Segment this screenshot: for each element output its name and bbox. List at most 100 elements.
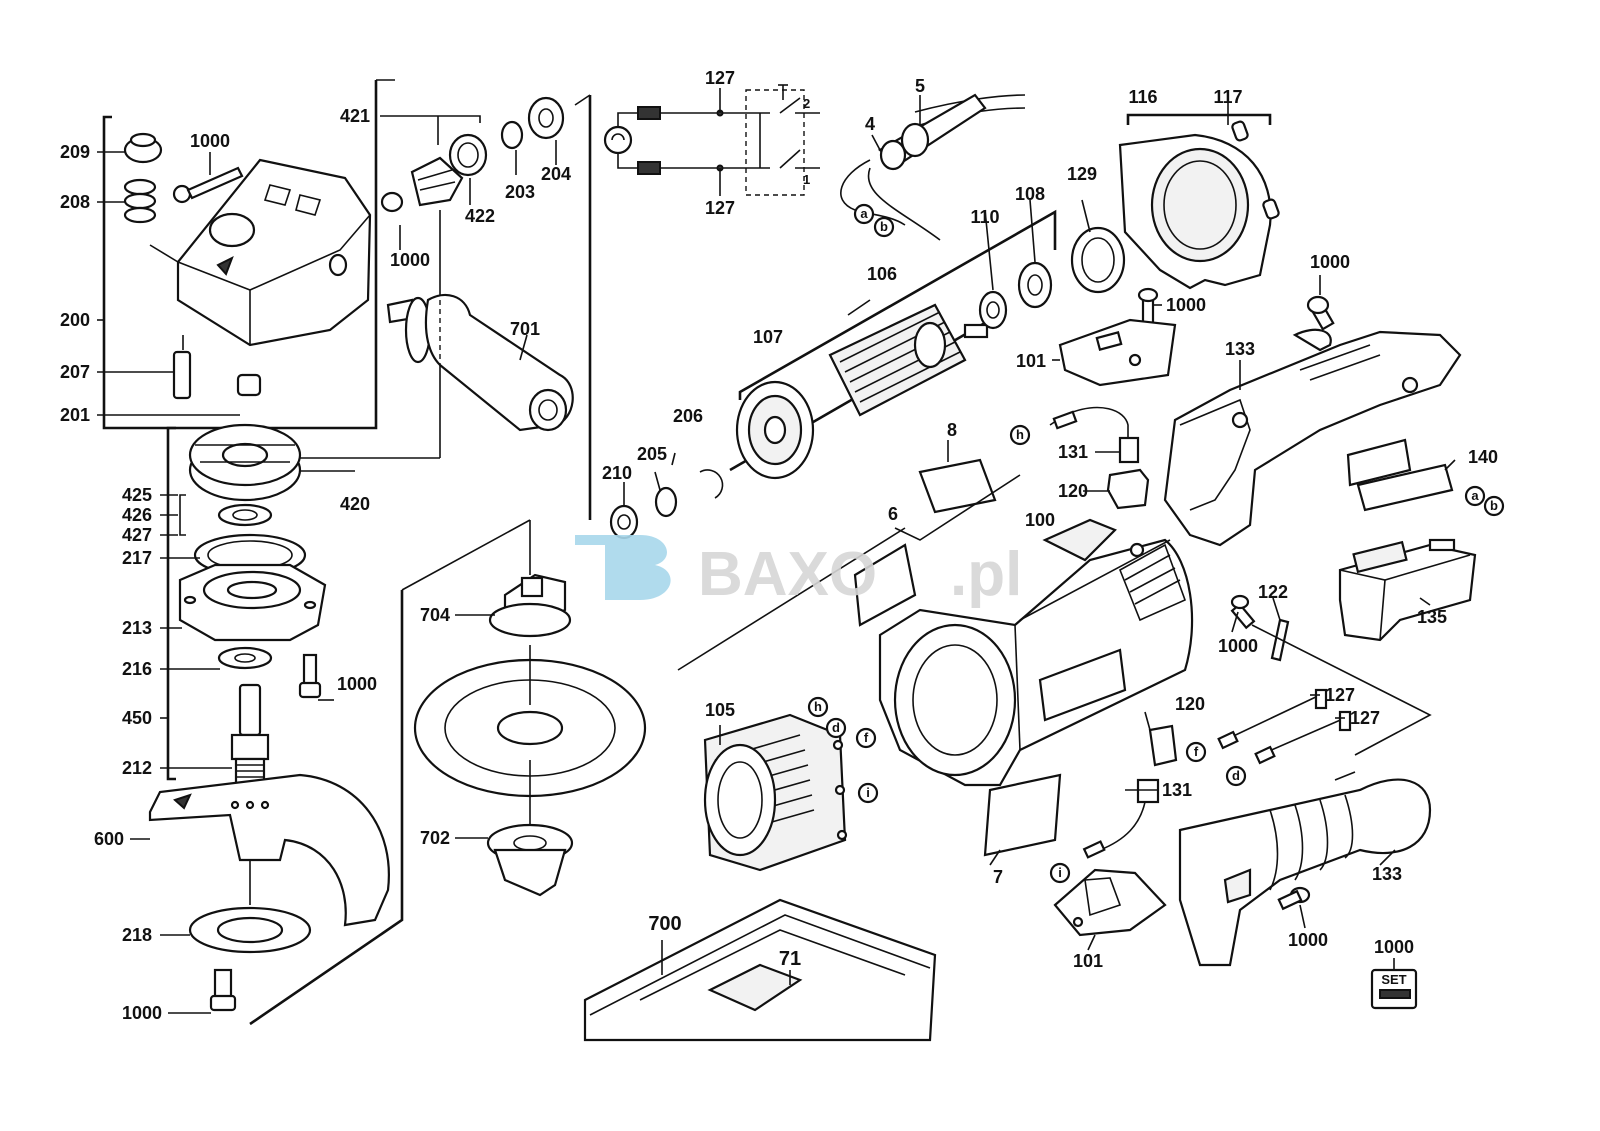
clamping-plate: [188, 906, 312, 1012]
label-140: 140: [1468, 447, 1498, 467]
label-120-bottom: 120: [1175, 694, 1205, 714]
wiring-diagram: [603, 84, 820, 196]
left-brackets: [102, 79, 592, 1026]
power-cord: [840, 93, 1026, 241]
label-6: 6: [888, 504, 898, 524]
part-number-labels: 209 1000 208 200 207 201 421 1000 422 20…: [60, 68, 1498, 1023]
brush-cover-bottom: [1053, 868, 1167, 937]
marker-h-brush: h: [1016, 427, 1024, 442]
label-1000-switch: 1000: [1218, 636, 1258, 656]
label-213: 213: [122, 618, 152, 638]
gear-housing-cover: [123, 132, 372, 400]
label-135: 135: [1417, 607, 1447, 627]
rear-handle-top: [1163, 295, 1462, 547]
baxo-watermark: BAXO .pl: [575, 535, 1022, 609]
label-129: 129: [1067, 164, 1097, 184]
label-208: 208: [60, 192, 90, 212]
label-203: 203: [505, 182, 535, 202]
bevel-gear: [188, 423, 302, 527]
label-1000-set: 1000: [1374, 937, 1414, 957]
label-133-top: 133: [1225, 339, 1255, 359]
set-label: SET: [1381, 972, 1406, 987]
armature: [609, 209, 1057, 540]
label-100: 100: [1025, 510, 1055, 530]
label-204: 204: [541, 164, 571, 184]
label-217: 217: [122, 548, 152, 568]
marker-a-switch: a: [1471, 488, 1479, 503]
field-stator: [703, 713, 848, 872]
label-127-top: 127: [705, 68, 735, 88]
label-1000-cover: 1000: [1166, 295, 1206, 315]
label-420: 420: [340, 494, 370, 514]
pinion-parts: [300, 96, 565, 459]
wheel-guard: [148, 773, 390, 927]
label-108: 108: [1015, 184, 1045, 204]
label-700: 700: [648, 913, 681, 935]
label-201: 201: [60, 405, 90, 425]
label-425: 425: [122, 485, 152, 505]
label-127-right-2: 127: [1350, 708, 1380, 728]
label-8: 8: [947, 420, 957, 440]
label-216: 216: [122, 659, 152, 679]
label-1000-flange: 1000: [337, 674, 377, 694]
marker-f-wire: f: [1194, 744, 1199, 759]
grinding-disc-group: [413, 520, 647, 897]
label-207: 207: [60, 362, 90, 382]
brush-cover-top: [1058, 318, 1177, 387]
label-5: 5: [915, 76, 925, 96]
marker-d-stator: d: [832, 720, 840, 735]
label-106: 106: [867, 264, 897, 284]
label-127-wiring: 127: [705, 198, 735, 218]
carry-case: [583, 898, 937, 1042]
label-7: 7: [993, 867, 1003, 887]
carbon-brush-top: [1049, 406, 1150, 510]
label-1000-grip: 1000: [1288, 930, 1328, 950]
watermark-suffix: .pl: [950, 540, 1022, 609]
label-101-bottom: 101: [1073, 951, 1103, 971]
bearing-flange: [178, 533, 327, 699]
side-handle: [386, 293, 574, 432]
motor-housing: [878, 518, 1194, 787]
marker-f-stator: f: [864, 730, 869, 745]
label-702: 702: [420, 828, 450, 848]
marker-i-brush: i: [1058, 865, 1062, 880]
label-122: 122: [1258, 582, 1288, 602]
label-1000-top: 1000: [190, 131, 230, 151]
marker-h-stator: h: [814, 699, 822, 714]
label-107: 107: [753, 327, 783, 347]
label-426: 426: [122, 505, 152, 525]
label-4: 4: [865, 114, 875, 134]
switch-wiring: [1082, 594, 1432, 859]
label-210: 210: [602, 463, 632, 483]
marker-b-switch: b: [1490, 498, 1498, 513]
label-120-top: 120: [1058, 481, 1088, 501]
switch-assembly: [1338, 463, 1477, 642]
leader-lines: [97, 88, 1456, 1014]
label-212: 212: [122, 758, 152, 778]
label-127-right-1: 127: [1325, 685, 1355, 705]
label-117: 117: [1213, 87, 1242, 107]
label-422: 422: [465, 206, 495, 226]
label-131-bottom: 131: [1162, 780, 1192, 800]
screw-set-icon: SET: [1370, 968, 1418, 1010]
label-101-top: 101: [1016, 351, 1046, 371]
label-1000-handle: 1000: [1310, 252, 1350, 272]
switch-terminal-1: 1: [803, 172, 810, 187]
rear-handle-bottom: [1178, 771, 1432, 967]
label-131-top: 131: [1058, 442, 1088, 462]
label-133-bottom: 133: [1372, 864, 1402, 884]
label-209: 209: [60, 142, 90, 162]
label-600: 600: [94, 829, 124, 849]
label-1000-nut: 1000: [390, 250, 430, 270]
bearing-cover: [1070, 113, 1280, 327]
label-200: 200: [60, 310, 90, 330]
rating-plates: [677, 458, 1062, 857]
label-421: 421: [340, 106, 370, 126]
label-427: 427: [122, 525, 152, 545]
label-71: 71: [779, 948, 801, 970]
marker-d-wire: d: [1232, 768, 1240, 783]
label-205: 205: [637, 444, 667, 464]
marker-a-cord: a: [860, 206, 868, 221]
watermark-brand: BAXO: [698, 540, 877, 609]
